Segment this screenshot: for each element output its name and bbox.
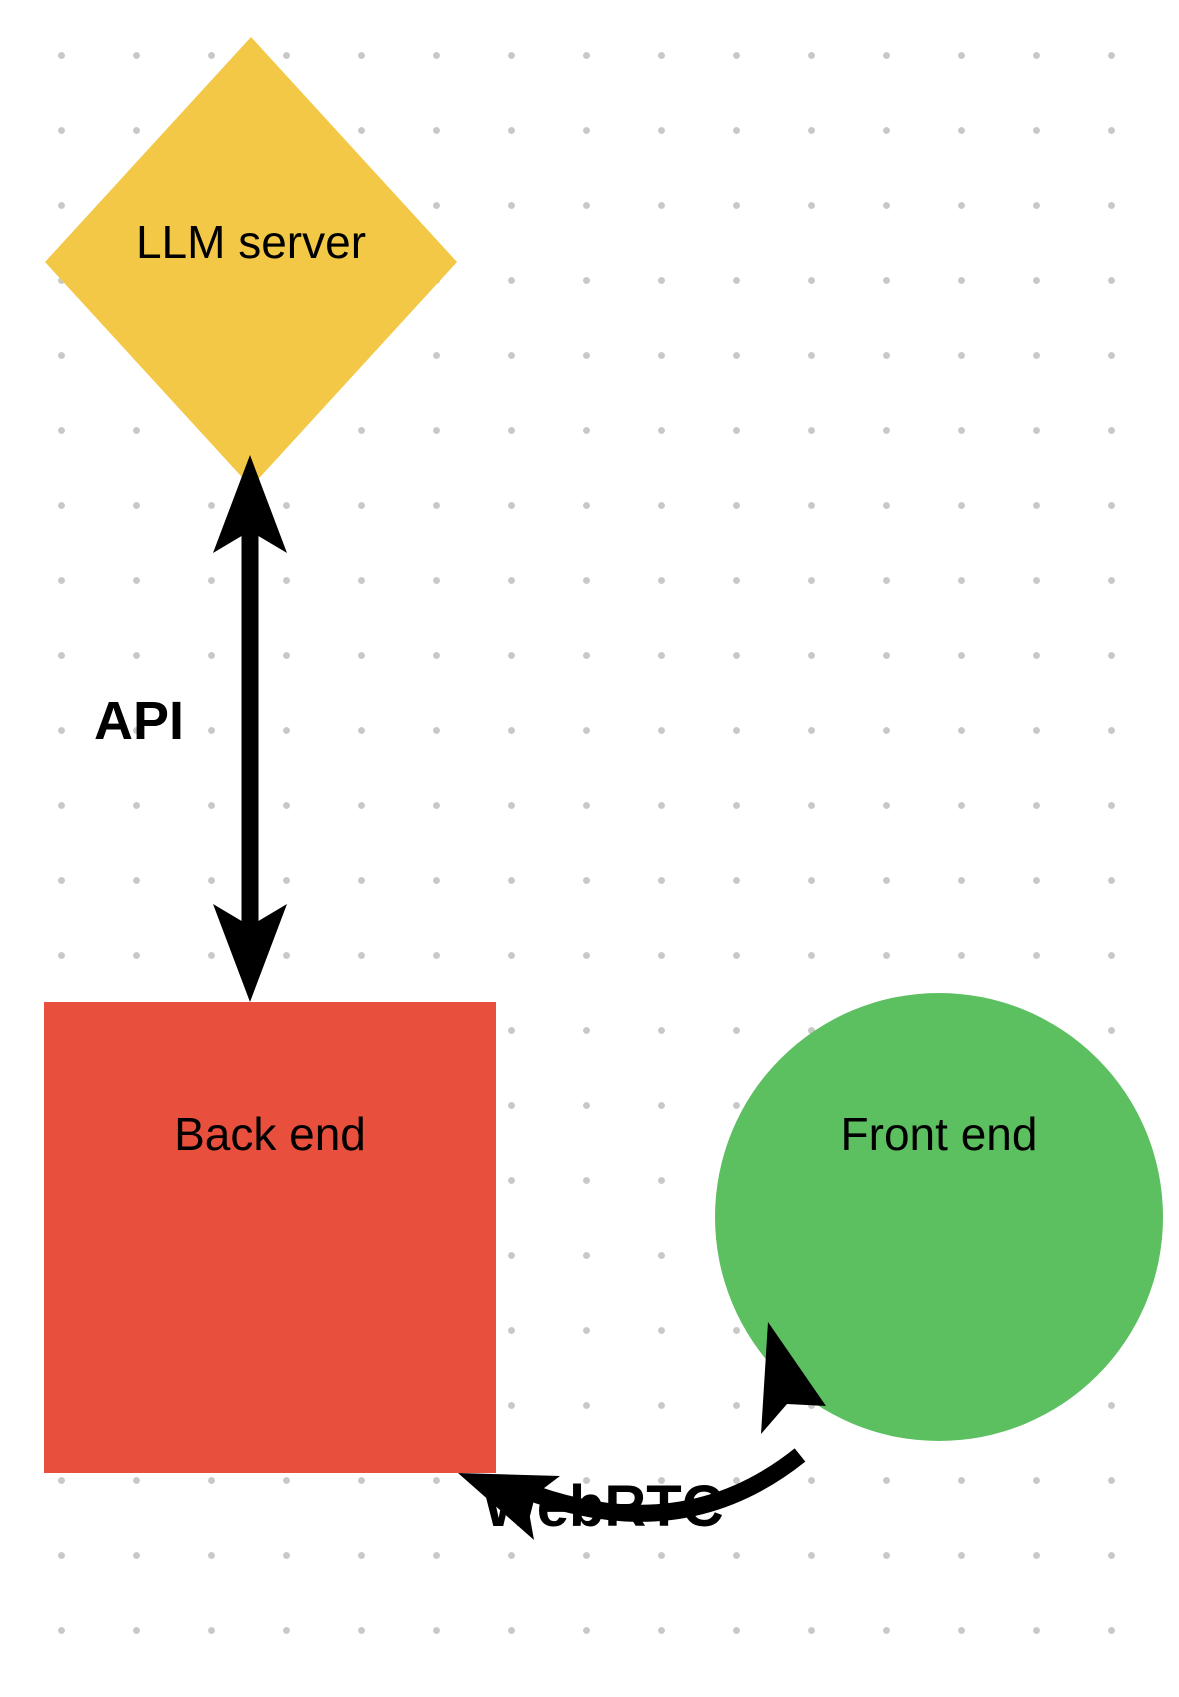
- arrowhead-up-icon: [213, 455, 287, 553]
- arrowhead-left-icon: [458, 1473, 560, 1540]
- edge-api-arrow[interactable]: [213, 455, 287, 1002]
- edge-api-label: API: [94, 691, 185, 751]
- arrowhead-down-icon: [213, 904, 287, 1002]
- arrowhead-right-icon: [761, 1322, 826, 1434]
- edge-webrtc-label: WebRTC: [483, 1474, 724, 1539]
- node-front-end-shape[interactable]: [715, 993, 1163, 1441]
- node-back-end-shape[interactable]: [44, 1002, 496, 1473]
- node-llm-server-shape[interactable]: [45, 37, 457, 487]
- edge-webrtc-arrow[interactable]: [458, 1322, 826, 1540]
